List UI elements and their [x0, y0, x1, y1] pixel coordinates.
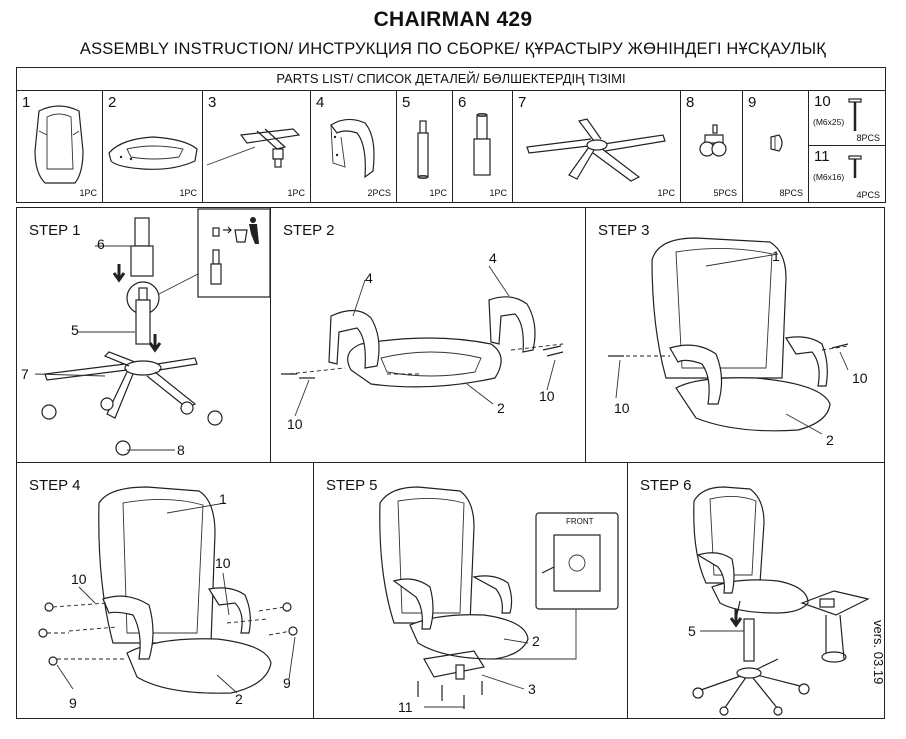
part-cell-2: 2 1PC [103, 91, 203, 202]
part-cell-11: 11 (M6x16) 4PCS [809, 146, 885, 202]
part-number: 2 [108, 94, 117, 111]
callout-10: 10 [287, 416, 303, 432]
callout-1: 1 [219, 491, 227, 507]
step-label: STEP 2 [283, 222, 335, 239]
step-1-panel: STEP 1 6 5 7 8 [16, 207, 271, 463]
callout-10: 10 [71, 571, 87, 587]
callout-7: 7 [21, 366, 29, 382]
part-spec: (M6x25) [813, 117, 845, 127]
part-spec: (M6x16) [813, 172, 845, 182]
bolt-icon [848, 98, 862, 131]
seat-icon [108, 136, 198, 170]
callout-4: 4 [365, 270, 373, 286]
part-number: 10 [814, 93, 831, 110]
part-qty: 8PCS [856, 133, 880, 143]
part-qty: 2PCS [367, 188, 391, 198]
part-number: 8 [686, 94, 695, 111]
part-number: 3 [208, 94, 217, 111]
step-3-illustration [608, 237, 849, 435]
part-qty: 1PC [489, 188, 507, 198]
part-cell-9: 9 8PCS [743, 91, 809, 202]
step-label: STEP 6 [640, 477, 692, 494]
callout-10: 10 [215, 555, 231, 571]
callout-3: 3 [528, 681, 536, 697]
part-number: 7 [518, 94, 527, 111]
callout-1: 1 [772, 248, 780, 264]
part-number: 6 [458, 94, 467, 111]
step-label: STEP 3 [598, 222, 650, 239]
callout-9: 9 [69, 695, 77, 711]
callout-10: 10 [614, 400, 630, 416]
callout-9: 9 [283, 675, 291, 691]
step-label: STEP 5 [326, 477, 378, 494]
document-title: CHAIRMAN 429 [373, 8, 533, 31]
part-qty: 1PC [287, 188, 305, 198]
step-3-panel: STEP 3 1 10 10 2 [585, 207, 885, 463]
callout-11: 11 [398, 699, 413, 715]
step-6-panel: STEP 6 5 [627, 462, 885, 719]
part-cell-6: 6 1PC [453, 91, 513, 202]
part-cell-10: 10 (M6x25) 8PCS [809, 91, 885, 146]
parts-list-heading: PARTS LIST/ СПИСОК ДЕТАЛЕЙ/ БӨЛШЕКТЕРДІҢ… [17, 68, 885, 91]
callout-10: 10 [539, 388, 555, 404]
step-label: STEP 4 [29, 477, 81, 494]
callout-2: 2 [497, 400, 505, 416]
base-icon [526, 118, 666, 182]
part-qty: 1PC [657, 188, 675, 198]
armrest-icon [330, 118, 375, 179]
part-qty: 1PC [79, 188, 97, 198]
step-4-panel: STEP 4 1 10 10 9 2 9 [16, 462, 314, 719]
callout-4: 4 [489, 250, 497, 266]
step-4-illustration [38, 486, 298, 694]
callout-10: 10 [852, 370, 868, 386]
callout-2: 2 [826, 432, 834, 448]
callout-5: 5 [71, 322, 79, 338]
step-5-illustration [379, 486, 619, 709]
step-6-illustration [692, 486, 870, 716]
backrest-icon [34, 105, 84, 184]
step-2-panel: STEP 2 4 4 10 2 10 [270, 207, 586, 463]
document-subtitle: ASSEMBLY INSTRUCTION/ ИНСТРУКЦИЯ ПО СБОР… [79, 40, 827, 58]
step-5-panel: STEP 5 FRONT 2 3 11 [313, 462, 628, 719]
cap-icon [770, 134, 783, 152]
callout-8: 8 [177, 442, 185, 458]
version-label: vers. 03.19 [871, 620, 886, 685]
callout-5: 5 [688, 623, 696, 639]
step-label: STEP 1 [29, 222, 81, 239]
part-cell-1: 1 1PC [17, 91, 103, 202]
part-qty: 1PC [179, 188, 197, 198]
gas-lift-icon [417, 120, 429, 179]
part-number: 11 [814, 148, 830, 165]
part-qty: 5PCS [713, 188, 737, 198]
mechanism-icon [206, 128, 301, 168]
callout-2: 2 [532, 633, 540, 649]
part-number: 4 [316, 94, 325, 111]
part-number: 1 [22, 94, 31, 111]
part-qty: 8PCS [779, 188, 803, 198]
cylinder-cover-icon [473, 113, 491, 176]
part-number: 5 [402, 94, 411, 111]
part-number: 9 [748, 94, 757, 111]
part-cell-5: 5 1PC [397, 91, 453, 202]
part-cell-4: 4 2PCS [311, 91, 397, 202]
part-qty: 1PC [429, 188, 447, 198]
part-qty: 4PCS [856, 190, 880, 200]
callout-6: 6 [97, 236, 105, 252]
front-label: FRONT [566, 517, 594, 526]
bolt-icon [848, 155, 862, 178]
part-cell-7: 7 1PC [513, 91, 681, 202]
step-2-illustration [281, 265, 564, 417]
caster-icon [699, 124, 727, 157]
part-cell-3: 3 1PC [203, 91, 311, 202]
step-1-illustration [34, 208, 271, 456]
parts-list-table: PARTS LIST/ СПИСОК ДЕТАЛЕЙ/ БӨЛШЕКТЕРДІҢ… [16, 67, 886, 203]
callout-2: 2 [235, 691, 243, 707]
part-cell-8: 8 5PCS [681, 91, 743, 202]
